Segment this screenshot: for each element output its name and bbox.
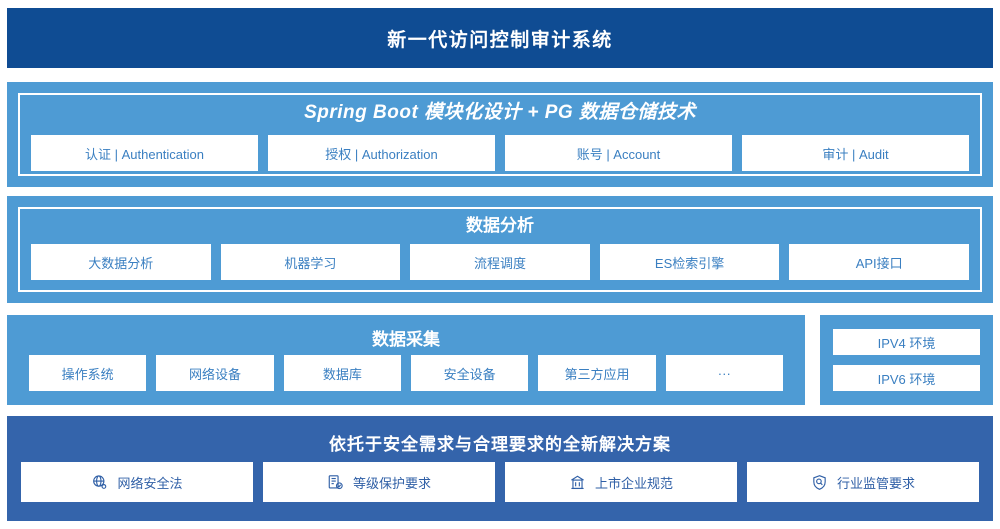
section-springboot: Spring Boot 模块化设计 + PG 数据仓储技术 认证 | Authe… [7,82,993,187]
page-title: 新一代访问控制审计系统 [387,29,613,51]
section-ip-environment: IPV4 环境 IPV6 环境 [820,315,993,405]
card-ipv4-environment[interactable]: IPV4 环境 [833,329,980,355]
document-check-icon [327,474,344,491]
bank-building-icon [569,474,586,491]
page-header: 新一代访问控制审计系统 [7,8,993,68]
section-springboot-frame [18,93,982,176]
card-listed-company-standard[interactable]: 上市企业规范 [505,462,737,502]
card-cybersecurity-law[interactable]: 网络安全法 [21,462,253,502]
card-database[interactable]: 数据库 [283,355,401,391]
card-machine-learning[interactable]: 机器学习 [220,244,401,280]
card-network-device[interactable]: 网络设备 [156,355,274,391]
card-cybersecurity-law-label: 网络安全法 [117,475,183,491]
section-data-collection: 数据采集 操作系统 网络设备 数据库 安全设备 第三方应用 ··· [7,315,805,405]
card-listed-company-standard-label: 上市企业规范 [594,475,673,491]
section-data-analysis-frame [18,207,982,292]
section-solution: 依托于安全需求与合理要求的全新解决方案 网络安全法 [7,416,993,521]
section-data-collection-title: 数据采集 [372,330,440,349]
section-data-analysis-title: 数据分析 [466,216,534,235]
card-process-scheduling[interactable]: 流程调度 [410,244,590,280]
card-industry-regulation-label: 行业监管要求 [836,475,915,491]
section-data-analysis-cards: 大数据分析 机器学习 流程调度 ES检索引擎 API接口 [31,244,969,280]
section-data-collection-cards: 操作系统 网络设备 数据库 安全设备 第三方应用 ··· [29,355,783,391]
section-solution-title: 依托于安全需求与合理要求的全新解决方案 [329,435,671,454]
card-account[interactable]: 账号 | Account [505,135,732,171]
card-security-device[interactable]: 安全设备 [410,355,529,391]
card-es-search-engine[interactable]: ES检索引擎 [599,244,780,280]
card-industry-regulation[interactable]: 行业监管要求 [747,462,979,502]
section-solution-cards: 网络安全法 等级保护要求 [21,462,979,502]
card-third-party-app[interactable]: 第三方应用 [538,355,656,391]
card-more-ellipsis[interactable]: ··· [665,355,783,391]
card-api-interface[interactable]: API接口 [789,244,969,280]
globe-network-icon [91,474,108,491]
shield-search-icon [811,474,828,491]
card-operating-system[interactable]: 操作系统 [29,355,147,391]
card-authentication[interactable]: 认证 | Authentication [31,135,258,171]
card-big-data-analysis[interactable]: 大数据分析 [31,244,211,280]
section-springboot-cards: 认证 | Authentication 授权 | Authorization 账… [31,135,969,171]
card-authorization[interactable]: 授权 | Authorization [268,135,495,171]
section-data-analysis: 数据分析 大数据分析 机器学习 流程调度 ES检索引擎 API接口 [7,196,993,303]
section-springboot-title: Spring Boot 模块化设计 + PG 数据仓储技术 [304,102,696,123]
card-audit[interactable]: 审计 | Audit [742,135,969,171]
card-ipv6-environment[interactable]: IPV6 环境 [833,365,980,391]
card-classified-protection[interactable]: 等级保护要求 [263,462,495,502]
card-classified-protection-label: 等级保护要求 [352,475,431,491]
ip-environment-cards: IPV4 环境 IPV6 环境 [833,329,980,391]
